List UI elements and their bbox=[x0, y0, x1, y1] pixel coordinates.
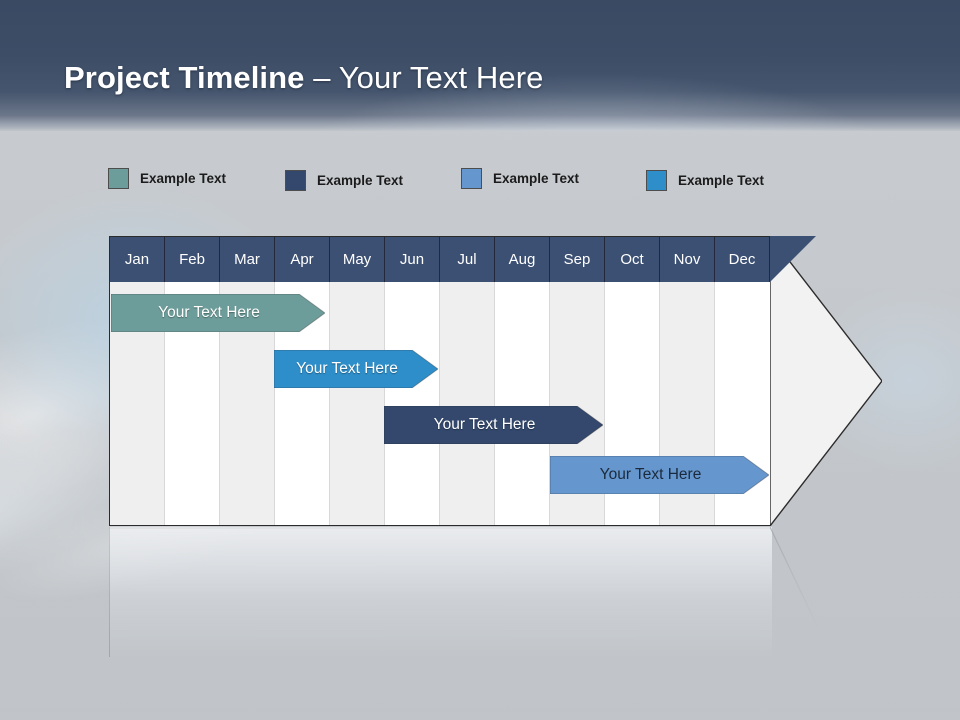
column-divider bbox=[549, 282, 550, 525]
column-divider bbox=[274, 282, 275, 525]
timeline-bar-3[interactable]: Your Text Here bbox=[384, 406, 603, 444]
month-header-jan[interactable]: Jan bbox=[110, 237, 165, 282]
timeline-bar-2[interactable]: Your Text Here bbox=[274, 350, 438, 388]
month-header-feb[interactable]: Feb bbox=[165, 237, 220, 282]
timeline-header-wedge bbox=[770, 236, 882, 282]
legend-item-label: Example Text bbox=[678, 173, 765, 188]
timeline-bar-1[interactable]: Your Text Here bbox=[111, 294, 325, 332]
timeline-column-aug: Aug bbox=[495, 237, 550, 525]
column-divider bbox=[219, 282, 220, 525]
bar-arrow-shape bbox=[274, 350, 438, 388]
bar-arrow-shape bbox=[550, 456, 769, 494]
month-header-oct[interactable]: Oct bbox=[605, 237, 660, 282]
legend-swatch-icon bbox=[461, 168, 482, 189]
legend-item-1[interactable]: Example Text bbox=[108, 168, 226, 189]
legend-item-label: Example Text bbox=[140, 171, 227, 186]
page-title-light: Your Text Here bbox=[338, 60, 544, 95]
legend-swatch-icon bbox=[285, 170, 306, 191]
month-header-dec[interactable]: Dec bbox=[715, 237, 770, 282]
legend-item-label: Example Text bbox=[317, 173, 404, 188]
column-divider bbox=[659, 282, 660, 525]
column-divider bbox=[164, 282, 165, 525]
legend-item-3[interactable]: Example Text bbox=[461, 168, 579, 189]
timeline-column-feb: Feb bbox=[165, 237, 220, 525]
page-title-strong: Project Timeline bbox=[64, 60, 305, 95]
month-header-jul[interactable]: Jul bbox=[440, 237, 495, 282]
bar-arrow-shape bbox=[384, 406, 603, 444]
month-header-jun[interactable]: Jun bbox=[385, 237, 440, 282]
legend-item-4[interactable]: Example Text bbox=[646, 170, 764, 191]
title-banner bbox=[0, 0, 960, 131]
column-divider bbox=[439, 282, 440, 525]
column-divider bbox=[384, 282, 385, 525]
legend-item-2[interactable]: Example Text bbox=[285, 170, 403, 191]
month-header-may[interactable]: May bbox=[330, 237, 385, 282]
month-header-sep[interactable]: Sep bbox=[550, 237, 605, 282]
legend-item-label: Example Text bbox=[493, 171, 580, 186]
column-divider bbox=[714, 282, 715, 525]
timeline-arrow-head bbox=[770, 236, 882, 526]
timeline-column-jul: Jul bbox=[440, 237, 495, 525]
timeline-column-nov: Nov bbox=[660, 237, 715, 525]
month-header-apr[interactable]: Apr bbox=[275, 237, 330, 282]
banner-sheen bbox=[0, 0, 960, 131]
month-header-mar[interactable]: Mar bbox=[220, 237, 275, 282]
timeline-column-jan: Jan bbox=[110, 237, 165, 525]
timeline-bar-4[interactable]: Your Text Here bbox=[550, 456, 769, 494]
legend-swatch-icon bbox=[108, 168, 129, 189]
month-header-nov[interactable]: Nov bbox=[660, 237, 715, 282]
column-divider bbox=[604, 282, 605, 525]
column-divider bbox=[329, 282, 330, 525]
month-header-aug[interactable]: Aug bbox=[495, 237, 550, 282]
legend-swatch-icon bbox=[646, 170, 667, 191]
bar-arrow-shape bbox=[111, 294, 325, 332]
page-title-separator: – bbox=[304, 60, 339, 95]
page-title: Project Timeline – Your Text Here bbox=[64, 60, 543, 96]
timeline-column-mar: Mar bbox=[220, 237, 275, 525]
column-divider bbox=[494, 282, 495, 525]
